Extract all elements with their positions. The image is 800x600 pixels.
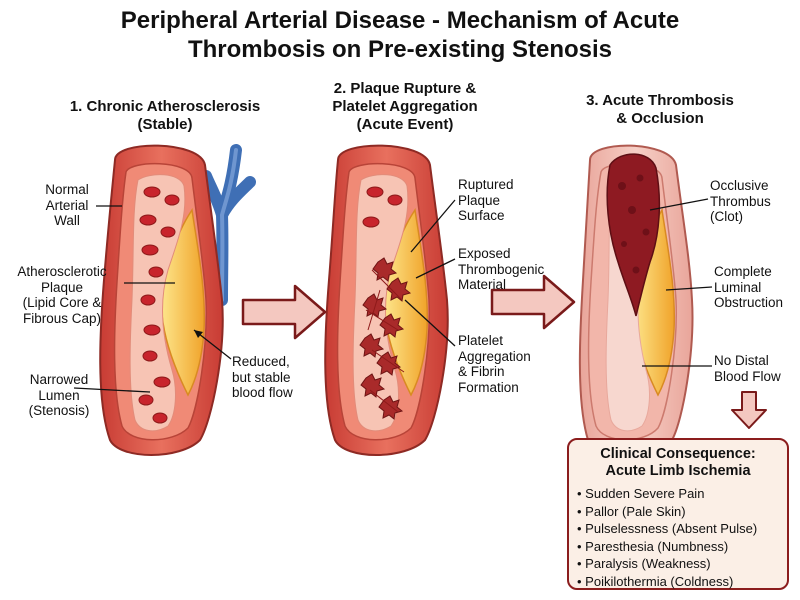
arrow-stage-2-to-3 — [490, 274, 576, 330]
label-platelet-aggregation: Platelet Aggregation & Fibrin Formation — [458, 333, 531, 395]
arrow-stage-1-to-2 — [241, 284, 327, 340]
list-item: Sudden Severe Pain — [577, 485, 787, 503]
artery-stable — [99, 144, 224, 456]
stage-2-line-3: (Acute Event) — [356, 116, 454, 133]
list-item: Paresthesia (Numbness) — [577, 538, 787, 556]
artery-rupture — [324, 144, 449, 456]
symptom-list: Sudden Severe Pain Pallor (Pale Skin) Pu… — [569, 485, 787, 590]
label-normal-arterial-wall: Normal Arterial Wall — [45, 182, 89, 228]
consequence-title: Clinical Consequence: Acute Limb Ischemi… — [600, 446, 756, 479]
label-no-distal-blood-flow: No Distal Blood Flow — [714, 353, 781, 384]
stage-3-line-2: & Occlusion — [616, 110, 704, 127]
artery-occluded — [578, 144, 694, 456]
stage-1-line-2: (Stable) — [137, 116, 193, 133]
list-item: Pulselessness (Absent Pulse) — [577, 520, 787, 538]
stage-2-line-1: 2. Plaque Rupture & — [333, 80, 477, 97]
stage-2-heading: 2. Plaque Rupture & Platelet Aggregation… — [300, 80, 510, 134]
label-reduced-blood-flow: Reduced, but stable blood flow — [232, 354, 293, 400]
label-exposed-thrombogenic-material: Exposed Thrombogenic Material — [458, 246, 545, 292]
label-complete-luminal-obstruction: Complete Luminal Obstruction — [714, 264, 784, 310]
list-item: Paralysis (Weakness) — [577, 555, 787, 573]
platelet-cluster — [359, 257, 412, 420]
page-title: Peripheral Arterial Disease - Mechanism … — [0, 6, 800, 64]
arrow-to-consequence — [731, 391, 767, 429]
stage-1-line-1: 1. Chronic Atherosclerosis — [69, 98, 261, 115]
stage-3-heading: 3. Acute Thrombosis & Occlusion — [560, 92, 760, 128]
list-item: Pallor (Pale Skin) — [577, 503, 787, 521]
stage-2-line-2: Platelet Aggregation — [332, 98, 478, 115]
label-atherosclerotic-plaque: Atherosclerotic Plaque (Lipid Core & Fib… — [17, 264, 107, 326]
list-item: Poikilothermia (Coldness) — [577, 573, 787, 591]
label-ruptured-plaque-surface: Ruptured Plaque Surface — [458, 177, 514, 223]
clinical-consequence-box: Clinical Consequence: Acute Limb Ischemi… — [567, 438, 789, 590]
title-line-1: Peripheral Arterial Disease - Mechanism … — [120, 7, 680, 34]
title-line-2: Thrombosis on Pre-existing Stenosis — [187, 36, 613, 63]
label-occlusive-thrombus: Occlusive Thrombus (Clot) — [710, 178, 771, 224]
stage-3-line-1: 3. Acute Thrombosis — [586, 92, 734, 109]
thrombus-shape — [606, 153, 661, 317]
stage-1-heading: 1. Chronic Atherosclerosis (Stable) — [30, 98, 300, 134]
label-narrowed-lumen: Narrowed Lumen (Stenosis) — [28, 372, 90, 418]
